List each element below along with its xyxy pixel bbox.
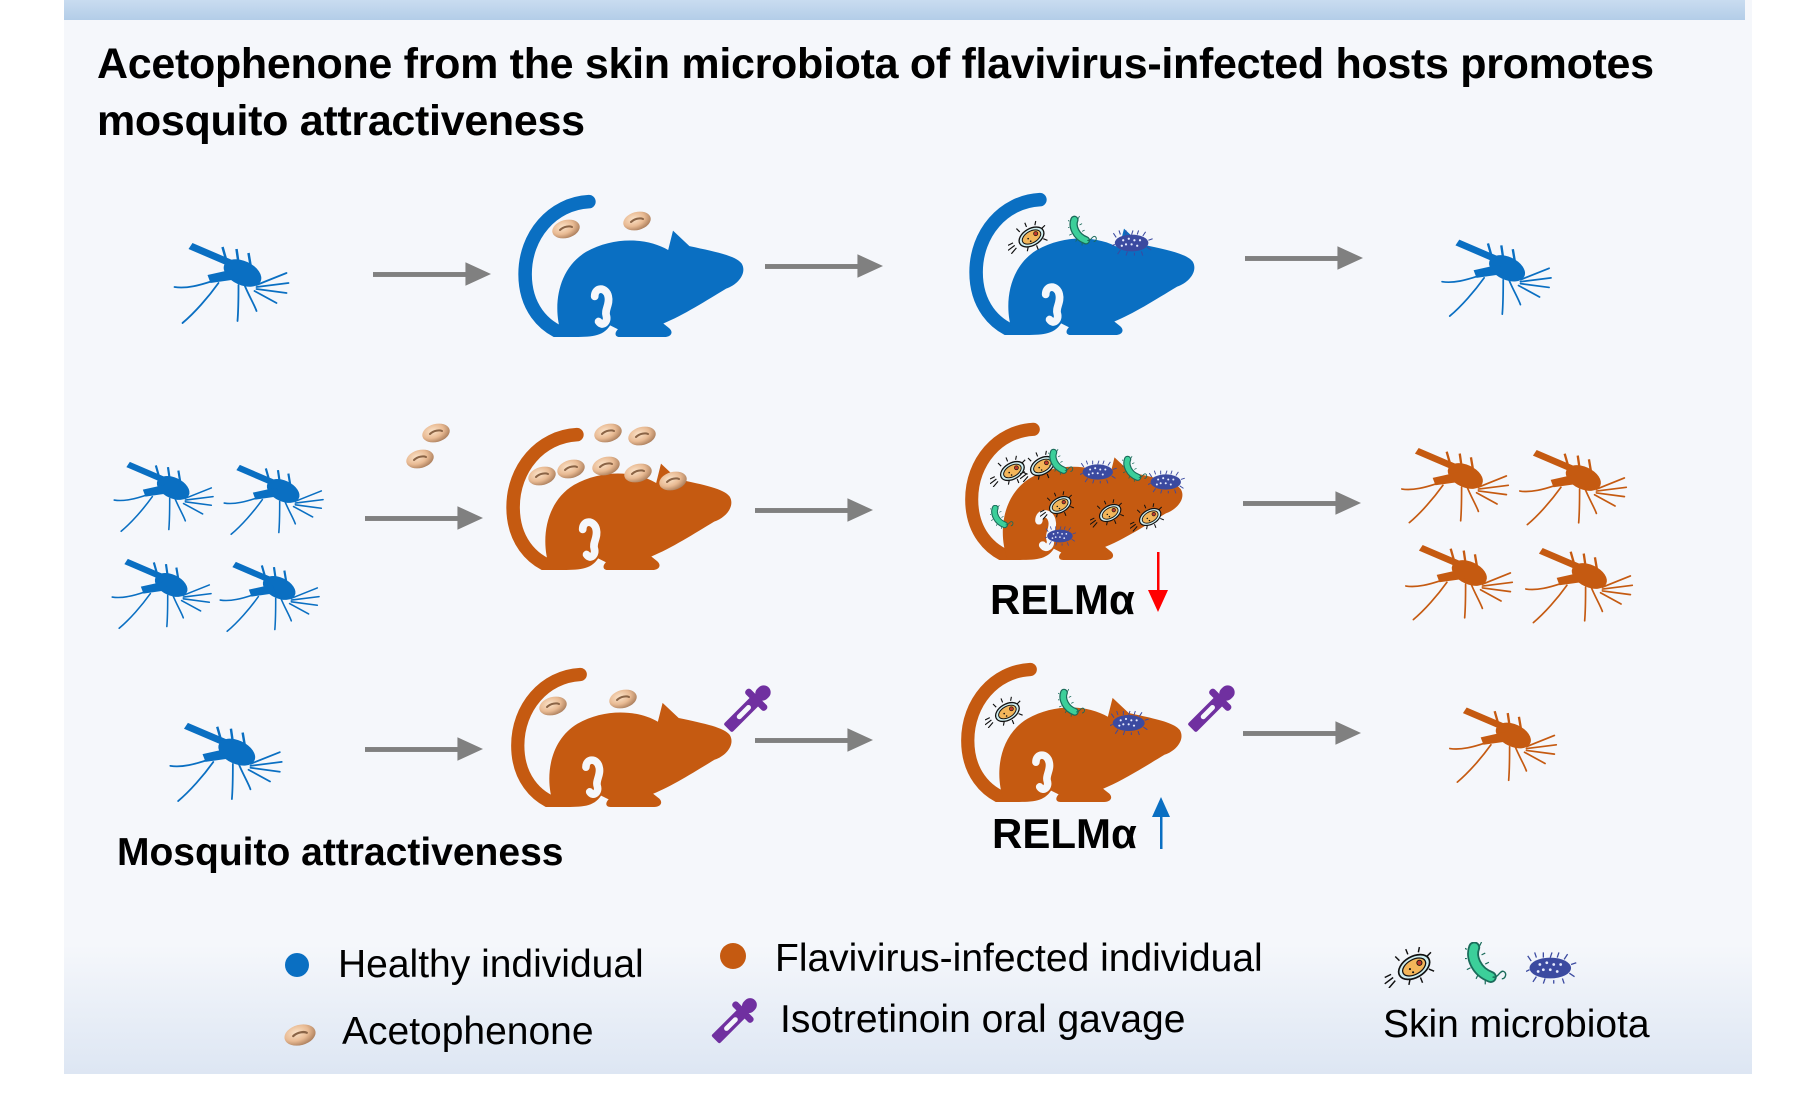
mosquito-icon-row2-out xyxy=(1404,537,1516,622)
arrow-icon-row2-b xyxy=(755,497,873,523)
mosquito-icon-row2-in xyxy=(222,458,327,536)
arrow-icon-row1-c xyxy=(1245,245,1363,271)
arrow-icon-row3-b xyxy=(755,727,873,753)
legend-isotretinoin-label: Isotretinoin oral gavage xyxy=(780,998,1186,1041)
bacteria-purple-icon xyxy=(1112,230,1154,256)
bacteria-green-icon xyxy=(1058,688,1088,720)
arrow-icon-row2-a xyxy=(365,505,483,531)
mouse-icon-healthy-microbiota xyxy=(963,190,1198,335)
bacteria-purple-icon xyxy=(1110,710,1150,736)
bacteria-green-icon xyxy=(1068,215,1100,249)
bacteria-orange-icon xyxy=(1090,498,1126,528)
mosquito-icon-row1-in xyxy=(170,235,295,325)
bacteria-orange-icon xyxy=(985,696,1025,728)
acetophenone-icon xyxy=(622,210,652,232)
acetophenone-icon xyxy=(658,470,688,492)
mouse-icon-infected-treated xyxy=(505,665,735,807)
acetophenone-icon xyxy=(623,462,653,484)
legend-bacteria-purple-icon xyxy=(1526,952,1578,984)
acetophenone-icon xyxy=(551,218,581,240)
legend-healthy-label: Healthy individual xyxy=(338,943,644,986)
bacteria-orange-icon xyxy=(1008,220,1050,254)
mosquito-attractiveness-label: Mosquito attractiveness xyxy=(117,831,564,874)
acetophenone-icon xyxy=(538,695,568,717)
mosquito-icon-row2-out xyxy=(1524,540,1636,625)
mosquito-icon-row2-out xyxy=(1400,440,1512,525)
bacteria-purple-icon xyxy=(1080,460,1118,484)
mosquito-icon-row2-in xyxy=(218,555,323,633)
mosquito-icon-row2-in xyxy=(110,552,215,630)
acetophenone-icon xyxy=(608,688,638,710)
mosquito-icon-row2-out xyxy=(1518,442,1630,527)
acetophenone-icon xyxy=(421,422,451,444)
bacteria-purple-icon xyxy=(1045,525,1077,547)
arrow-icon-row1-b xyxy=(765,253,883,279)
arrow-down-red-icon xyxy=(1148,552,1168,612)
acetophenone-icon xyxy=(593,422,623,444)
figure-panel xyxy=(64,0,1752,1074)
legend-infected-label: Flavivirus-infected individual xyxy=(775,937,1263,980)
bacteria-green-icon xyxy=(990,505,1016,531)
legend-acetophenone-icon xyxy=(283,1022,317,1048)
legend-infected-dot-icon xyxy=(720,943,746,969)
legend-bacteria-orange-icon xyxy=(1383,946,1439,988)
mosquito-icon-row1-out xyxy=(1440,232,1555,318)
relm-alpha-label-row2: RELMα xyxy=(990,576,1135,623)
mosquito-icon-row3-in xyxy=(168,715,286,803)
arrow-icon-row3-a xyxy=(365,736,483,762)
mouse-icon-infected-row2 xyxy=(500,425,735,570)
acetophenone-icon xyxy=(405,448,435,470)
arrow-up-blue-icon xyxy=(1152,797,1170,849)
acetophenone-icon xyxy=(556,458,586,480)
arrow-icon-row3-c xyxy=(1243,720,1361,746)
acetophenone-icon xyxy=(591,455,621,477)
legend-dropper-icon xyxy=(704,993,762,1051)
acetophenone-icon xyxy=(527,465,557,487)
mosquito-icon-row3-out xyxy=(1448,700,1560,784)
bacteria-green-icon xyxy=(1122,455,1150,485)
bacteria-orange-icon xyxy=(1130,502,1166,532)
bacteria-purple-icon xyxy=(1148,470,1186,494)
relm-alpha-label-row3: RELMα xyxy=(992,810,1137,857)
dropper-icon xyxy=(1180,680,1240,740)
figure-title: Acetophenone from the skin microbiota of… xyxy=(97,40,1654,145)
legend-bacteria-green-icon xyxy=(1465,942,1511,988)
legend-microbiota-label: Skin microbiota xyxy=(1383,1003,1650,1046)
arrow-icon-row2-c xyxy=(1243,490,1361,516)
bacteria-green-icon xyxy=(1048,448,1076,478)
acetophenone-icon xyxy=(627,425,657,447)
legend-healthy-dot-icon xyxy=(285,953,309,977)
mouse-icon-infected-treated-microbiota xyxy=(955,660,1185,802)
bacteria-orange-icon xyxy=(1040,490,1076,520)
arrow-icon-row1-a xyxy=(373,261,491,287)
mosquito-icon-row2-in xyxy=(112,455,217,533)
header-band xyxy=(64,0,1745,20)
legend-acetophenone-label: Acetophenone xyxy=(342,1010,594,1053)
